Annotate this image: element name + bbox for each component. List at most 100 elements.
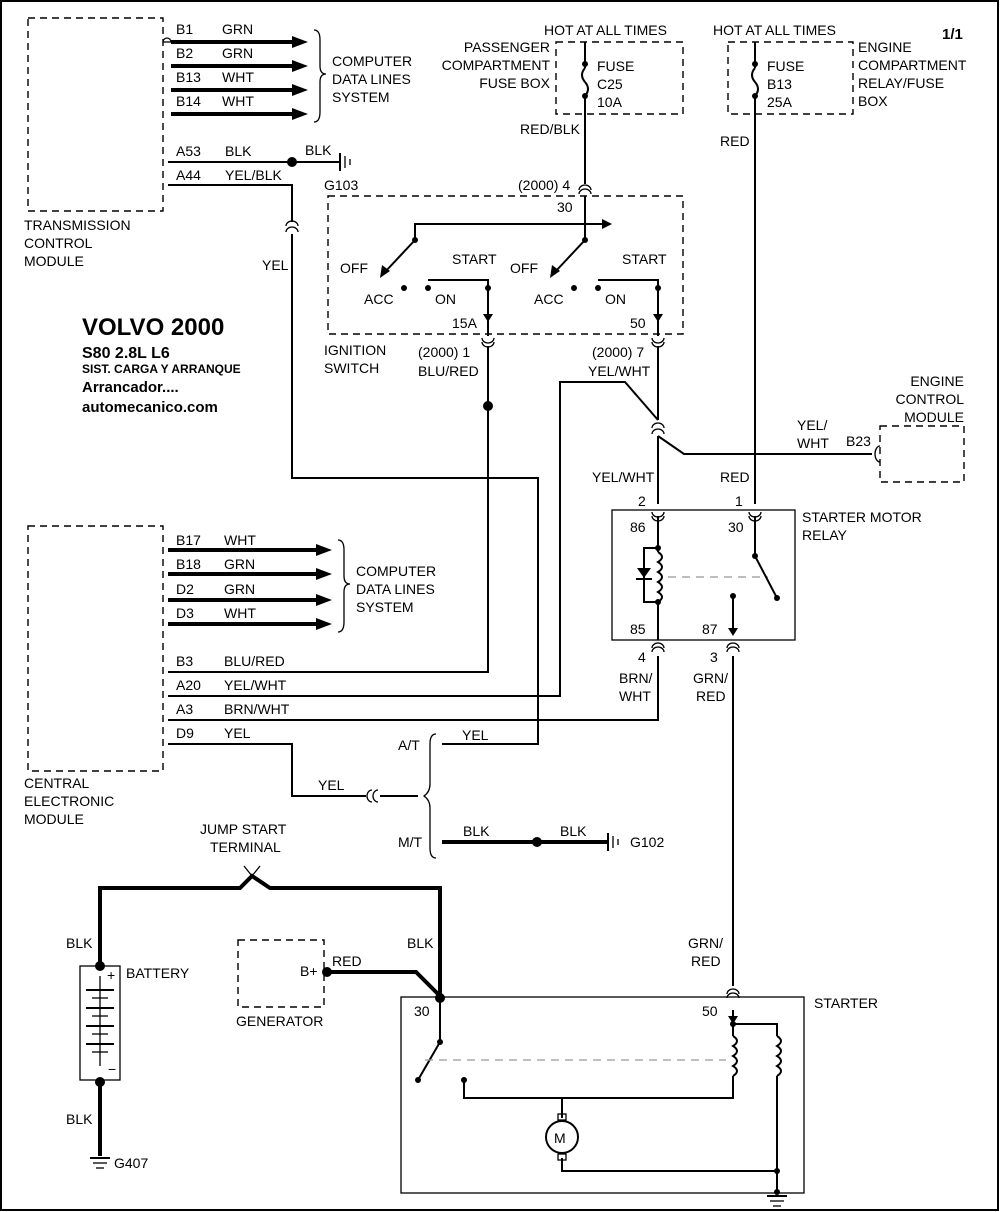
ecm-label: ENGINE	[910, 373, 964, 389]
tcm-label-line2: CONTROL	[24, 235, 93, 251]
fuse-box-label: FUSE BOX	[479, 75, 550, 91]
connector-pin: 3	[710, 649, 718, 665]
hot-at-all-times-label: HOT AT ALL TIMES	[544, 22, 667, 38]
pin-30: 30	[557, 199, 573, 215]
page-number: 1/1	[942, 26, 963, 43]
pin-d9: D9	[176, 725, 194, 741]
engine-compartment-fuse-box: HOT AT ALL TIMES 1/1 ENGINE COMPARTMENT …	[713, 22, 967, 504]
wire-color-red: RED	[332, 953, 362, 969]
wire-color-grn: GRN	[222, 21, 253, 37]
wire-color-yel: YEL	[318, 777, 345, 793]
wire-color-yel-wht: WHT	[797, 435, 829, 451]
battery-label: BATTERY	[126, 965, 190, 981]
pin-50: 50	[630, 315, 646, 331]
switch-position-start: START	[622, 251, 667, 267]
wire-color-blk: BLK	[407, 935, 434, 951]
pin-a3: A3	[176, 701, 193, 717]
wire-color-wht: WHT	[224, 532, 256, 548]
wire-color-blk: BLK	[66, 935, 93, 951]
starter-motor-relay: RED 2 1 86 30 85 87 STARTER MOTOR RELAY …	[168, 469, 922, 986]
pin-b14: B14	[176, 93, 201, 109]
tcm-data-lines: B1 GRN B2 GRN B13 WHT B14 WHT COMPUTER D…	[162, 21, 412, 123]
fuse-b13: B13	[767, 76, 792, 92]
tcm-label-line1: TRANSMISSION	[24, 217, 131, 233]
switch-position-acc: ACC	[534, 291, 564, 307]
blu-red-wire	[168, 346, 493, 673]
fuse-label: FUSE	[597, 58, 634, 74]
pin-50: 50	[702, 1003, 718, 1019]
wire-color-blk: BLK	[560, 823, 587, 839]
connector-pin: 4	[638, 649, 646, 665]
wire-color-red-blk: RED/BLK	[520, 121, 581, 137]
switch-position-off: OFF	[340, 260, 368, 276]
wire-color-yel: YEL	[462, 727, 489, 743]
wire-color-red: RED	[720, 469, 750, 485]
cem-label: CENTRAL	[24, 775, 90, 791]
pin-a53: A53	[176, 143, 201, 159]
fuse-c25: C25	[597, 76, 623, 92]
pin-15a: 15A	[452, 315, 478, 331]
switch-position-on: ON	[435, 291, 456, 307]
wire-color-yel-wht: YEL/WHT	[588, 363, 651, 379]
battery-negative-terminal: −	[108, 1061, 116, 1077]
wire-color-yel: YEL	[224, 725, 251, 741]
transmission-type-mt: M/T	[398, 834, 423, 850]
wire-color-wht: WHT	[222, 69, 254, 85]
pin-85: 85	[630, 621, 646, 637]
starter-relay-label: RELAY	[802, 527, 848, 543]
ignition-switch-label: IGNITION	[324, 342, 386, 358]
wire-color-blu-red: BLU/RED	[224, 653, 285, 669]
jump-start-label: JUMP START	[200, 821, 287, 837]
wire-color-grn: GRN	[224, 556, 255, 572]
title-site: automecanico.com	[82, 399, 218, 416]
switch-position-start: START	[452, 251, 497, 267]
fuse-rating: 25A	[767, 94, 793, 110]
title-system: SIST. CARGA Y ARRANQUE	[82, 362, 241, 376]
pin-b13: B13	[176, 69, 201, 85]
wire-color-blk: BLK	[305, 142, 332, 158]
connector-label: (2000) 7	[592, 344, 644, 360]
wire-color-brn-wht: BRN/WHT	[224, 701, 290, 717]
ecm-label: MODULE	[904, 409, 964, 425]
connector-pin: 2	[638, 493, 646, 509]
fuse-box-label: PASSENGER	[464, 39, 550, 55]
wire-color-yel-wht: YEL/WHT	[224, 677, 287, 693]
motor-symbol: M	[554, 1130, 566, 1146]
ignition-switch-label: SWITCH	[324, 360, 379, 376]
tcm-label-line3: MODULE	[24, 253, 84, 269]
wire-color-grn-red: GRN/	[693, 670, 728, 686]
battery-circuit: JUMP START TERMINAL BLK BLK + − BATTERY …	[66, 821, 442, 1171]
pin-d2: D2	[176, 581, 194, 597]
title-model: S80 2.8L L6	[82, 345, 170, 362]
pin-b2: B2	[176, 45, 193, 61]
pin-b18: B18	[176, 556, 201, 572]
transmission-type-at: A/T	[398, 737, 420, 753]
fuse-box-label: COMPARTMENT	[858, 57, 967, 73]
connector-pin: 1	[735, 493, 743, 509]
ground-g102: G102	[630, 834, 664, 850]
generator-label: GENERATOR	[236, 1013, 323, 1029]
pin-86: 86	[630, 519, 646, 535]
computer-data-lines-label: SYSTEM	[332, 89, 390, 105]
wire-color-grn-red: RED	[696, 688, 726, 704]
cem-label: ELECTRONIC	[24, 793, 114, 809]
wire-color-yel-wht: YEL/WHT	[592, 469, 655, 485]
pin-30: 30	[414, 1003, 430, 1019]
fuse-box-label: BOX	[858, 93, 888, 109]
computer-data-lines-label: COMPUTER	[332, 53, 412, 69]
engine-control-module: ENGINE CONTROL MODULE	[874, 373, 965, 483]
wire-color-yel: YEL	[262, 257, 289, 273]
ground-g103: G103	[324, 177, 358, 193]
computer-data-lines-label: DATA LINES	[356, 581, 435, 597]
pin-a44: A44	[176, 167, 201, 183]
wire-color-wht: WHT	[224, 605, 256, 621]
connector-label: (2000) 1	[418, 344, 470, 360]
fuse-box-label: RELAY/FUSE	[858, 75, 944, 91]
ignition-switch: (2000) 4 30 OFF OFF ACC ACC ON ON START …	[324, 177, 684, 379]
starter: GRN/ RED STARTER 30 50 M	[400, 935, 878, 1207]
generator: B+ RED GENERATOR	[236, 939, 442, 1029]
figure-id: 132085	[10, 1209, 57, 1212]
diagram-title-block: VOLVO 2000 S80 2.8L L6 SIST. CARGA Y ARR…	[82, 314, 241, 416]
wire-color-grn-red: GRN/	[688, 935, 723, 951]
